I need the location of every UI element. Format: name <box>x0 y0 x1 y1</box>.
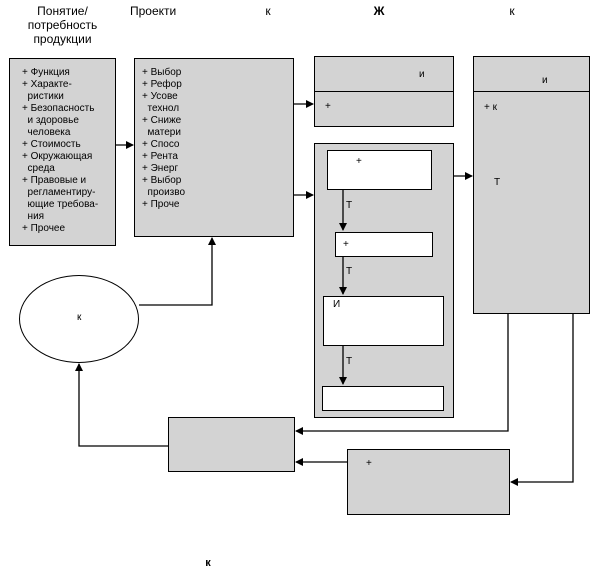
box-5-item: + к <box>484 102 497 113</box>
process-step-3: И <box>323 296 444 346</box>
footer-label: к <box>205 557 211 569</box>
process-arrow-1-label: Т <box>346 200 353 211</box>
box-7-label: + <box>366 458 372 469</box>
box-7: + <box>347 449 510 515</box>
process-step-2-label: + <box>343 239 349 250</box>
arrow-box5-to-box6 <box>295 314 509 435</box>
box-3: и + <box>314 56 454 127</box>
header-concept: Понятие/ потребность продукции <box>27 4 98 46</box>
header-col5: к <box>509 4 515 18</box>
arrow-box6-to-ellipse <box>75 363 168 447</box>
header-col3: к <box>265 4 271 18</box>
header-design: Проекти <box>130 4 177 18</box>
process-step-1-label: + <box>356 156 362 167</box>
process-arrow-3-label: Т <box>346 356 353 367</box>
box-6 <box>168 417 295 472</box>
box-3-top-label: и <box>419 69 425 80</box>
box-5: и + к Т <box>473 56 590 314</box>
header-col4: Ж <box>373 4 385 18</box>
box-3-divider <box>315 91 453 92</box>
arrow-ellipse-to-design <box>139 237 216 306</box>
process-step-2: + <box>335 232 433 257</box>
concept-box: + Функция + Характе- ристики + Безопасно… <box>9 58 116 246</box>
process-step-1: + <box>327 150 432 190</box>
process-step-4 <box>322 386 444 411</box>
box-5-divider <box>474 91 589 92</box>
box-5-top-label: и <box>542 75 548 86</box>
process-step-3-label: И <box>333 299 341 310</box>
arrow-box5-to-box7 <box>510 314 574 486</box>
concept-items: + Функция + Характе- ристики + Безопасно… <box>22 67 99 234</box>
feedback-ellipse-label: к <box>77 312 82 323</box>
box-5-t-label: Т <box>494 177 501 188</box>
feedback-ellipse: к <box>19 275 139 363</box>
design-box: + Выбор + Рефор + Усове технол + Сниже м… <box>134 58 294 237</box>
process-box: + Т + Т И Т <box>314 143 454 418</box>
box-3-bottom-label: + <box>325 101 331 112</box>
design-items: + Выбор + Рефор + Усове технол + Сниже м… <box>142 67 186 210</box>
process-arrow-2-label: Т <box>346 266 353 277</box>
